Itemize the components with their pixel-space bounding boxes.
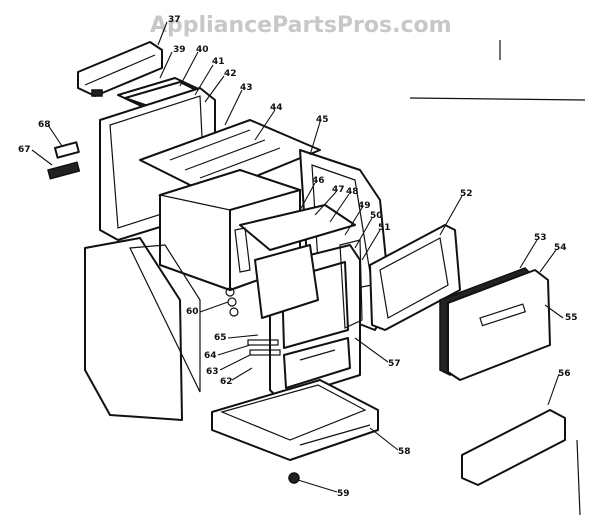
- callout-43: 43: [240, 83, 253, 93]
- callout-49: 49: [358, 201, 371, 211]
- callout-63: 63: [206, 367, 219, 377]
- part-67-68-control-pieces: [47, 141, 81, 180]
- part-43-44-top-panel: [139, 119, 321, 196]
- callout-50: 50: [370, 211, 383, 221]
- callout-labels: 37 39 40 41 42 43 44 45 46 47 48 49 50 5…: [18, 15, 578, 499]
- callout-64: 64: [204, 351, 217, 361]
- part-56-drawer-front: [461, 409, 566, 486]
- callout-46: 46: [312, 176, 325, 186]
- callout-54: 54: [554, 243, 567, 253]
- callout-37: 37: [168, 15, 181, 25]
- callout-52: 52: [460, 189, 473, 199]
- part-52-oven-door: [369, 224, 461, 331]
- callout-48: 48: [346, 187, 359, 197]
- part-58-storage-drawer: [211, 379, 379, 461]
- callout-65: 65: [214, 333, 227, 343]
- leader-lines: [31, 21, 564, 493]
- callout-60: 60: [186, 307, 199, 317]
- callout-41: 41: [212, 57, 225, 67]
- callout-56: 56: [558, 369, 571, 379]
- decorative-rule: [409, 97, 586, 101]
- callout-58: 58: [398, 447, 411, 457]
- callout-39: 39: [173, 45, 186, 55]
- decorative-rule: [576, 439, 581, 516]
- callout-68: 68: [38, 120, 51, 130]
- callout-47: 47: [332, 185, 345, 195]
- callout-45: 45: [316, 115, 329, 125]
- callout-40: 40: [196, 45, 209, 55]
- callout-62: 62: [220, 377, 233, 387]
- callout-59: 59: [337, 489, 350, 499]
- callout-67: 67: [18, 145, 31, 155]
- callout-42: 42: [224, 69, 237, 79]
- callout-53: 53: [534, 233, 547, 243]
- left-side-panel: [84, 237, 201, 421]
- watermark: AppliancePartsPros.com: [150, 13, 452, 38]
- part-37-back-trim: [77, 41, 163, 97]
- callout-44: 44: [270, 103, 283, 113]
- callout-55: 55: [565, 313, 578, 323]
- part-46-51-cavity-components: [234, 204, 363, 329]
- callout-57: 57: [388, 359, 401, 369]
- callout-51: 51: [378, 223, 391, 233]
- part-59-leveling-foot: [288, 472, 300, 484]
- part-53-55-door-panels: [439, 267, 551, 381]
